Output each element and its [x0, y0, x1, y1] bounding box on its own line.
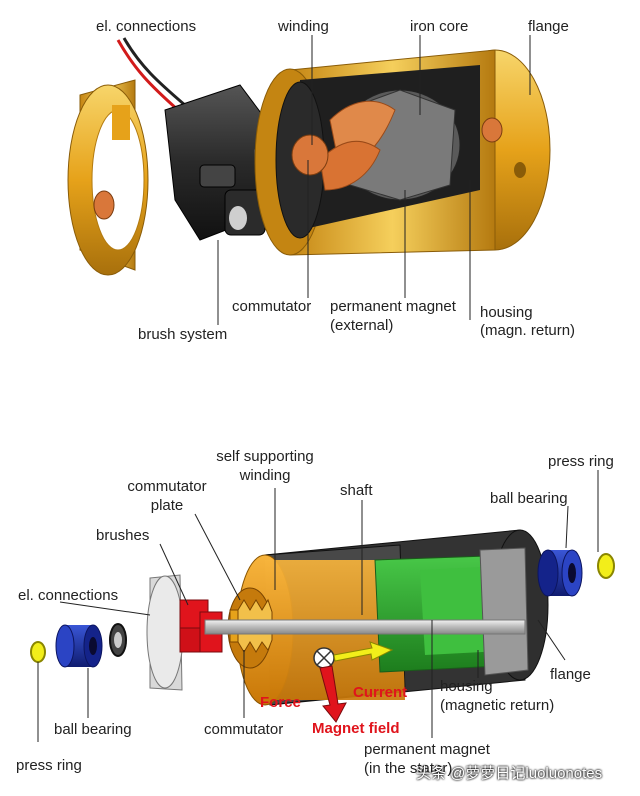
label-permanent-magnet-bottom-2: (in the stator) — [364, 760, 453, 777]
label-ball-bearing-right: ball bearing — [490, 490, 568, 507]
top-leader-lines — [217, 35, 531, 325]
wire-red — [116, 39, 179, 112]
top-exploded-motor — [67, 35, 551, 325]
ball-bearing-left-part — [55, 624, 103, 668]
brush-plate-part — [146, 574, 223, 691]
label-commutator-plate-2: plate — [150, 497, 184, 514]
press-ring-left-part — [30, 641, 46, 663]
label-shaft: shaft — [340, 482, 373, 499]
label-commutator-plate-1: commutator — [127, 478, 207, 495]
bottom-leader-lines — [37, 470, 599, 742]
label-press-ring-left: press ring — [16, 757, 82, 774]
label-housing-bottom-2: (magnetic return) — [440, 697, 555, 714]
label-brushes: brushes — [96, 527, 150, 544]
label-ball-bearing-left: ball bearing — [54, 721, 132, 738]
wire-black — [122, 37, 187, 108]
label-brush-system: brush system — [138, 326, 228, 343]
brush-system-part — [164, 84, 271, 241]
label-el-connections-bottom: el. connections — [18, 587, 119, 604]
force-vectors — [313, 641, 394, 723]
ball-bearing-right-part — [537, 549, 583, 597]
bottom-shaft — [204, 619, 526, 635]
label-el-connections-top: el. connections — [96, 18, 197, 35]
label-permanent-magnet-bottom-1: permanent magnet — [364, 741, 490, 758]
label-winding: winding — [278, 18, 329, 35]
label-permanent-magnet-top-1: permanent magnet — [330, 298, 456, 315]
label-housing-bottom-1: housing — [440, 678, 493, 695]
label-commutator-bottom: commutator — [204, 721, 284, 738]
housing-cylinder — [236, 529, 549, 706]
label-flange-top: flange — [528, 18, 569, 35]
label-housing-top-2: (magn. return) — [480, 322, 576, 339]
label-press-ring-right: press ring — [548, 453, 614, 470]
label-self-supporting-1: self supporting — [216, 448, 314, 465]
label-current: Current — [353, 684, 408, 701]
label-commutator-top: commutator — [232, 298, 312, 315]
watermark: 头条 @萝萝日记luoluonotes — [416, 765, 603, 782]
label-force: Force — [260, 694, 301, 711]
label-self-supporting-2: winding — [239, 467, 291, 484]
magnet-field-arrow-icon — [319, 665, 347, 723]
label-iron-core: iron core — [410, 18, 469, 35]
end-cap — [67, 79, 149, 276]
label-housing-top-1: housing — [480, 304, 533, 321]
label-permanent-magnet-top-2: (external) — [330, 317, 394, 334]
rotor-part — [291, 89, 461, 201]
label-magnet-field: Magnet field — [312, 720, 400, 737]
flange-bushing — [481, 117, 503, 143]
label-flange-bottom: flange — [550, 666, 591, 683]
current-arrow-icon — [333, 641, 394, 662]
bottom-exploded-motor — [30, 470, 615, 742]
press-ring-right-part — [597, 553, 615, 579]
